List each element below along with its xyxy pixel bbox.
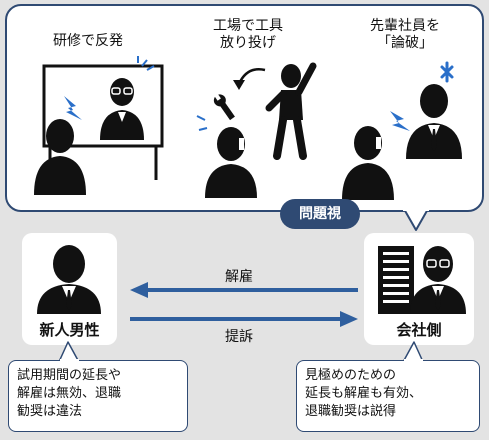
trainee-figure <box>34 119 86 195</box>
employee-icon <box>37 245 101 314</box>
company-label: 会社側 <box>396 321 442 339</box>
wrench-icon <box>213 93 235 121</box>
lawsuit-arrow <box>130 311 358 327</box>
tools-scene-illustration <box>196 62 317 198</box>
scene-label-tools: 工場で工具 放り投げ <box>213 18 283 51</box>
anger-mark-icon <box>137 56 155 71</box>
instructor-figure <box>100 78 144 140</box>
company-icon <box>378 246 466 314</box>
scene-label-training: 研修で反発 <box>53 33 123 49</box>
coworker-figure <box>205 127 257 198</box>
dismissal-arrow <box>130 282 358 298</box>
senior-employee-figure <box>406 84 462 159</box>
note-tail-cover-right <box>404 359 423 363</box>
issue-badge: 問題視 <box>280 199 360 229</box>
lightning-icon <box>64 96 82 120</box>
senior-scene-illustration <box>342 61 462 200</box>
lawsuit-label: 提訴 <box>225 329 253 345</box>
employee-claim-note: 試用期間の延長や 解雇は無効、退職 勧奨は違法 <box>8 360 188 432</box>
lightning-icon <box>390 111 410 131</box>
employee-label: 新人男性 <box>39 321 100 339</box>
scene-label-senior: 先輩社員を 「論破」 <box>370 18 440 51</box>
note-tail-cover-left <box>60 359 79 363</box>
training-scene-illustration <box>34 56 164 195</box>
company-claim-note: 見極めのための 延長も解雇も有効、 退職勧奨は説得 <box>296 360 480 432</box>
anger-mark-icon <box>440 61 454 83</box>
dismissal-label: 解雇 <box>225 269 253 285</box>
new-employee-figure <box>342 126 394 200</box>
thrower-figure <box>265 62 317 160</box>
